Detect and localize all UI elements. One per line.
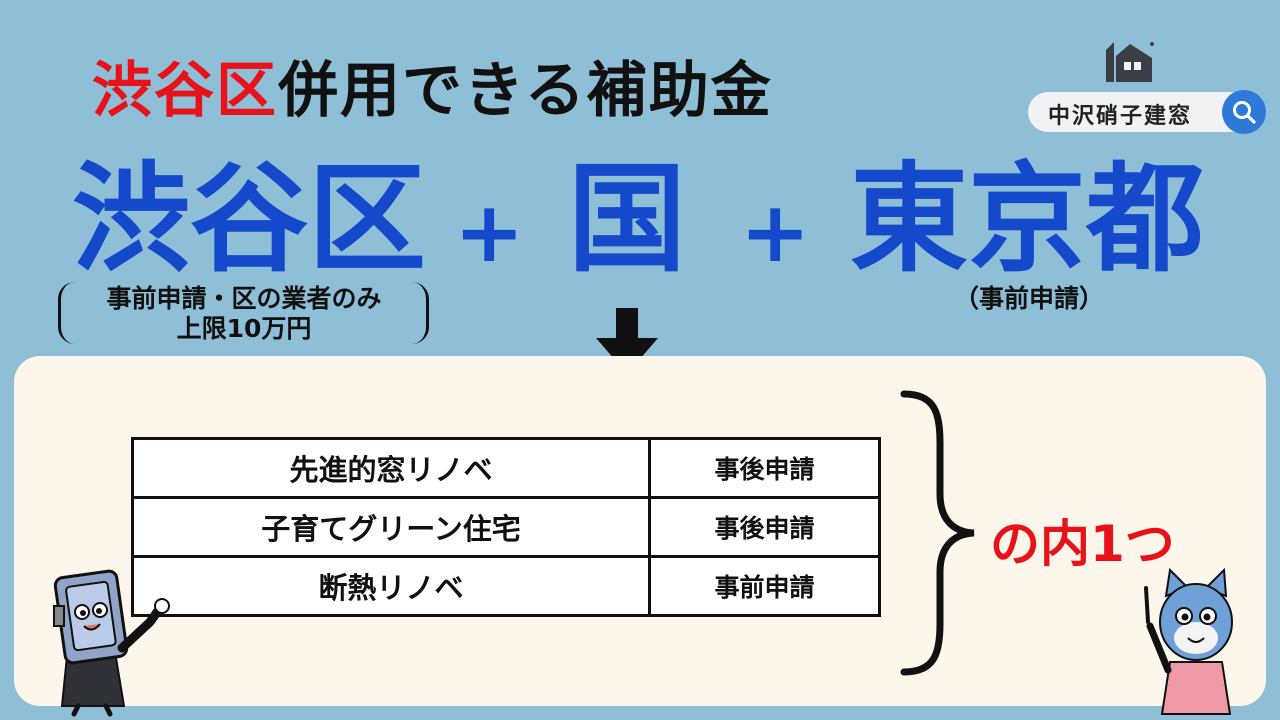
- formula-kuni: 国: [568, 150, 687, 288]
- shibuya-note-line1: 事前申請・区の業者のみ: [106, 284, 382, 313]
- subsidy-name: 先進的窓リノベ: [131, 437, 651, 499]
- subsidy-name: 断熱リノベ: [131, 555, 651, 617]
- shibuya-note-line2: 上限10万円: [176, 314, 312, 343]
- subsidy-table: 先進的窓リノベ 事後申請 子育てグリーン住宅 事後申請 断熱リノベ 事前申請: [131, 437, 881, 617]
- formula-tokyo: 東京都: [850, 150, 1205, 288]
- table-row: 子育てグリーン住宅 事後申請: [131, 496, 881, 558]
- subsidy-application: 事前申請: [648, 555, 881, 617]
- table-row: 先進的窓リノベ 事後申請: [131, 437, 881, 499]
- house-logo-icon: [1106, 42, 1154, 82]
- subsidy-name: 子育てグリーン住宅: [131, 496, 651, 558]
- subsidy-application: 事後申請: [648, 437, 881, 499]
- title-accent: 渋谷区: [92, 56, 278, 126]
- search-button[interactable]: [1222, 90, 1266, 134]
- curly-brace-icon: [900, 390, 975, 676]
- choice-label: の内1つ: [990, 515, 1175, 573]
- subsidy-application: 事後申請: [648, 496, 881, 558]
- formula-plus-1: +: [454, 183, 525, 281]
- cat-mascot-icon: [1144, 567, 1233, 715]
- note-paren-right: [412, 282, 429, 344]
- brand-name: 中沢硝子建窓: [1048, 104, 1193, 129]
- title-rest: 併用できる補助金: [278, 56, 773, 126]
- brand-search-bar[interactable]: 中沢硝子建窓: [1028, 90, 1266, 134]
- table-row: 断熱リノベ 事前申請: [131, 555, 881, 617]
- formula-plus-2: +: [740, 183, 811, 281]
- page-title: 渋谷区併用できる補助金: [92, 42, 773, 129]
- tokyo-note: （事前申請）: [953, 284, 1104, 313]
- formula-shibuya: 渋谷区: [72, 150, 427, 288]
- arrow-down-icon: [596, 308, 658, 374]
- window-mascot-icon: [53, 569, 170, 717]
- note-paren-left: [58, 282, 75, 344]
- search-icon: [1233, 101, 1256, 124]
